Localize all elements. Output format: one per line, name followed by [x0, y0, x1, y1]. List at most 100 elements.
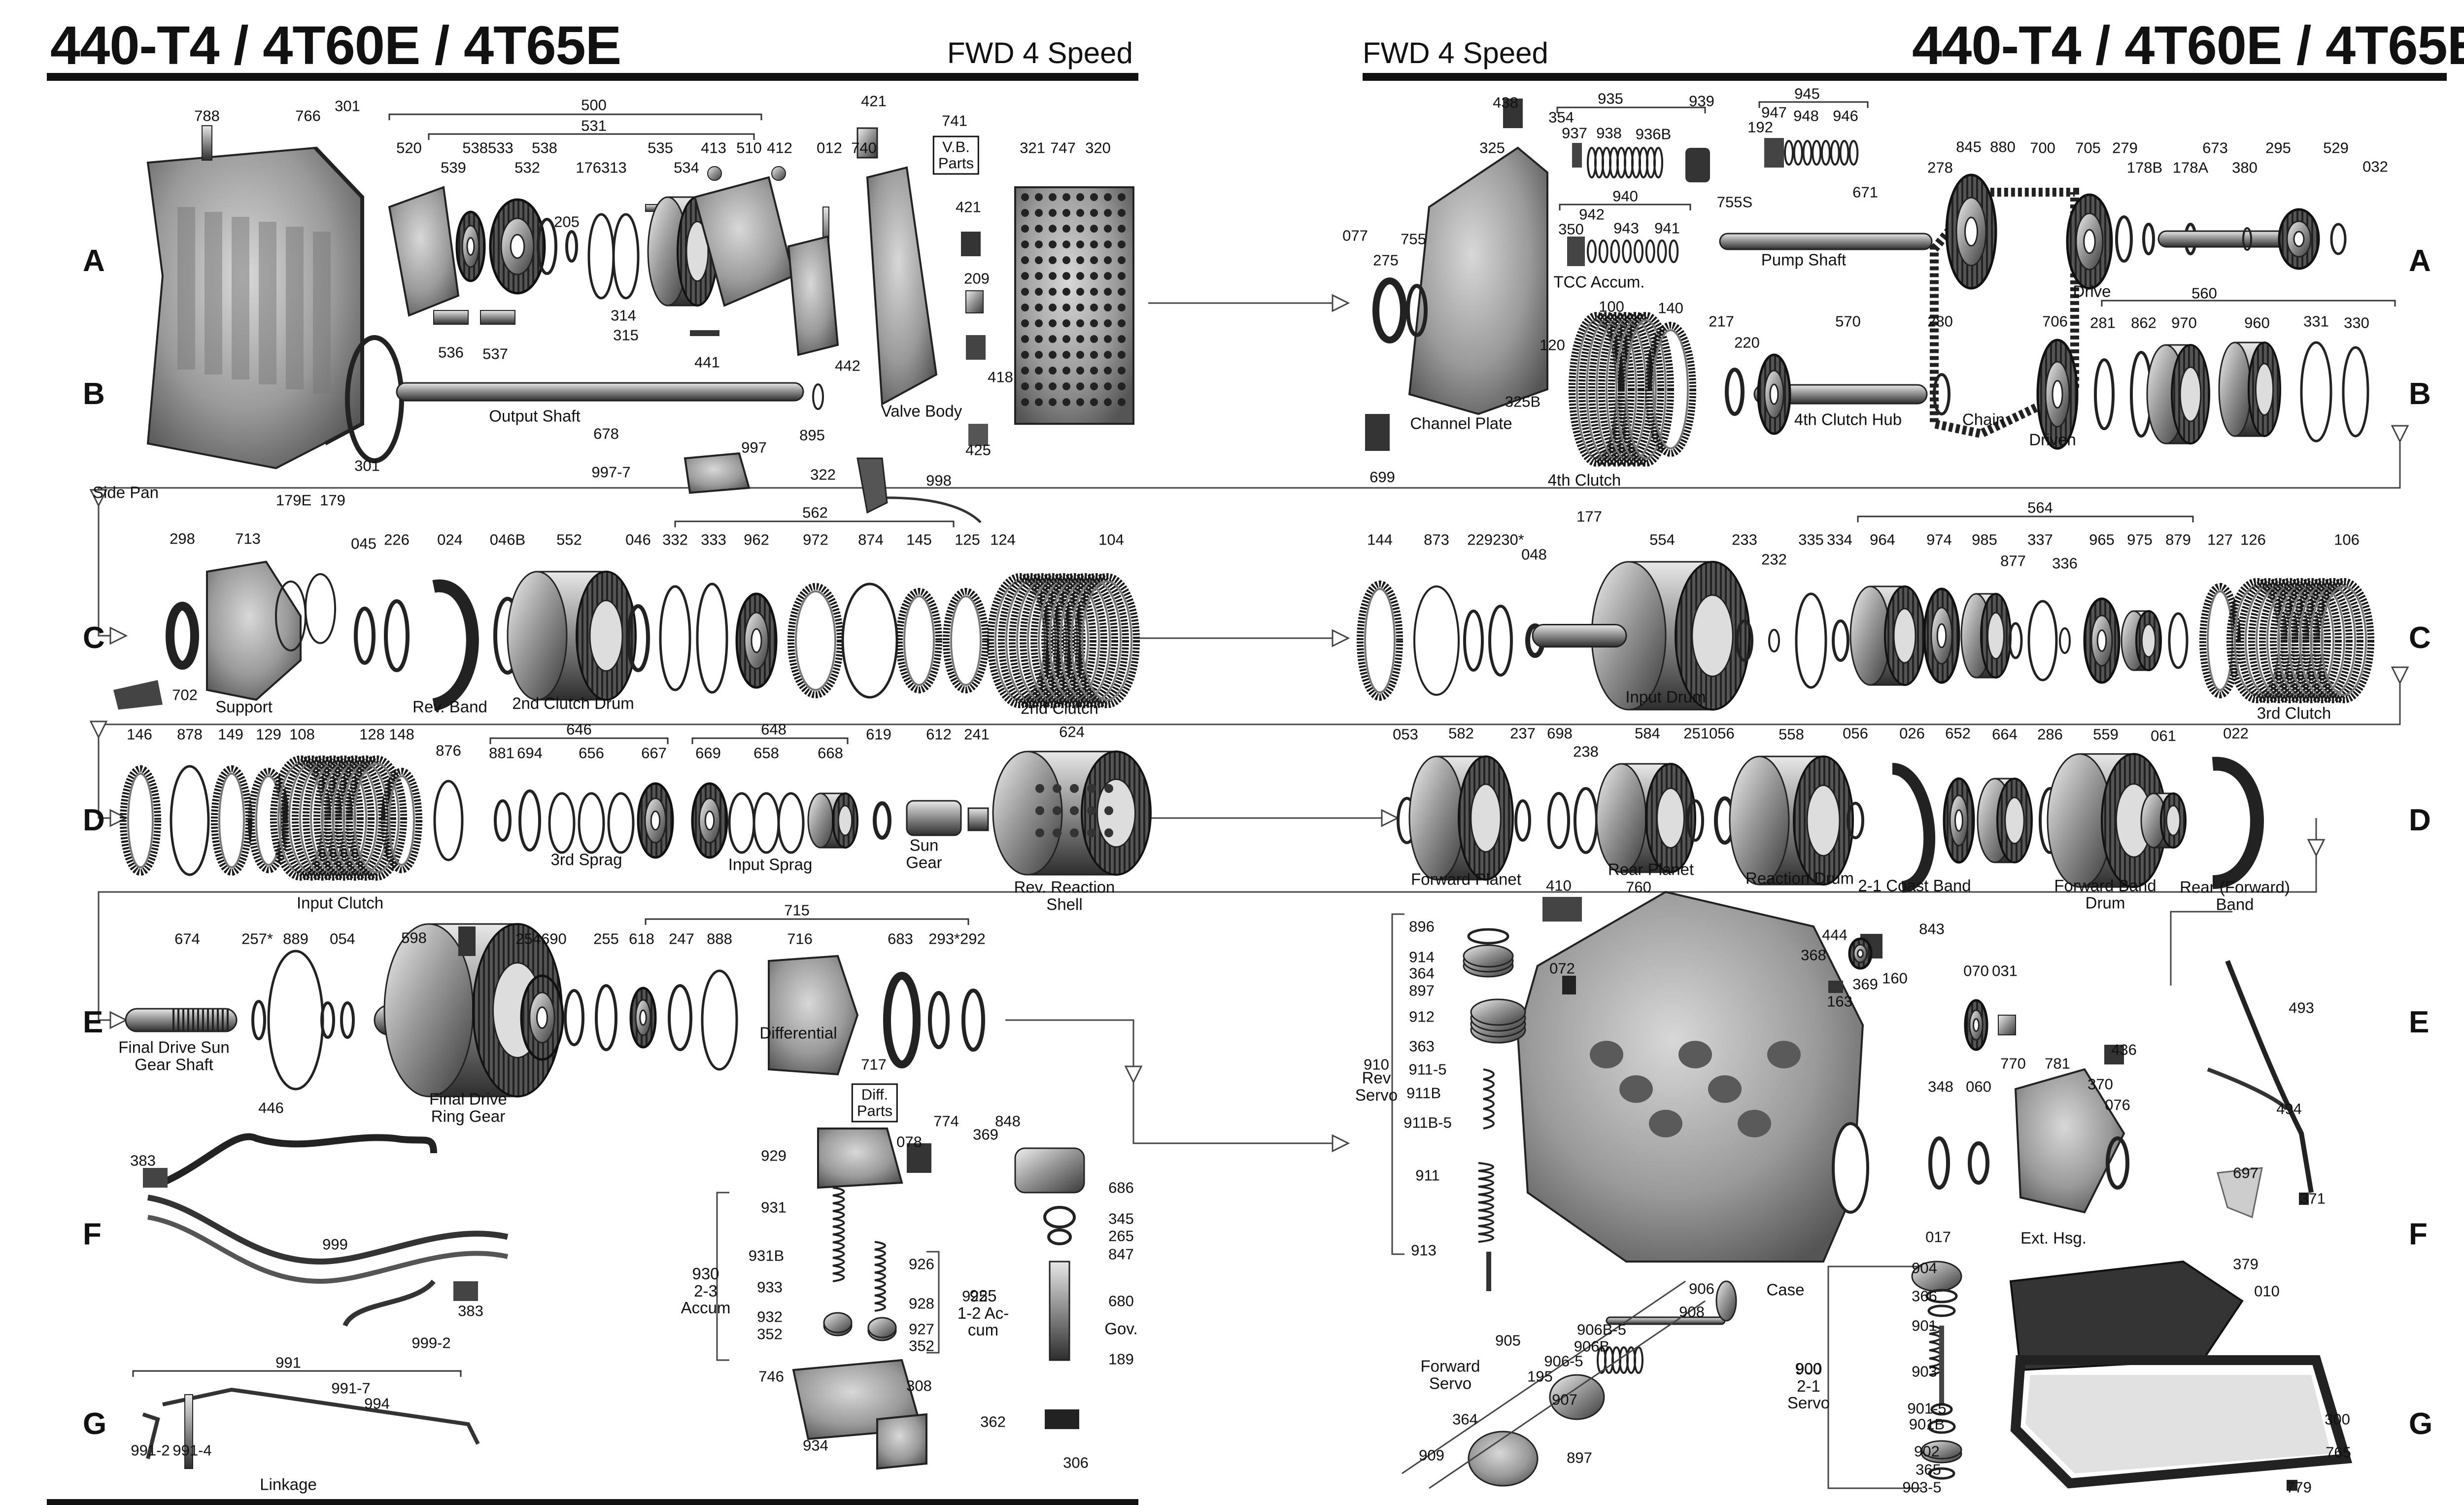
bracket-line: [691, 737, 849, 744]
part-number-label: 286: [2037, 725, 2063, 743]
ring-icon: [2008, 622, 2023, 659]
part-number-label: 975: [2127, 531, 2153, 548]
plate-hole: [1090, 209, 1098, 217]
clutch-pack-icon: [2313, 578, 2374, 703]
clutch-pack-icon: [2226, 578, 2288, 703]
drum-icon: [837, 805, 853, 836]
part-number-label: 624: [1059, 723, 1085, 741]
ring-icon: [537, 218, 557, 275]
part-number-label: 124: [990, 531, 1016, 548]
part-number-label: 612: [926, 725, 952, 743]
part-number-label: 539: [441, 159, 466, 176]
part-number-label: 233: [1732, 531, 1757, 548]
case-boss: [1619, 1075, 1653, 1103]
part-number-label: 848: [995, 1112, 1021, 1130]
part-number-label: 060: [1966, 1078, 1991, 1095]
clutch-plate-icon: [787, 583, 844, 698]
plate-hole: [1035, 225, 1043, 233]
governor-cover-icon: [1014, 1147, 1085, 1194]
plate-hole: [1118, 193, 1126, 201]
spring-icon: [1929, 1325, 1942, 1376]
drum-icon: [2179, 366, 2202, 422]
spring-icon: [1821, 140, 1831, 166]
plate-hole: [1104, 225, 1112, 233]
shell-hole: [1104, 828, 1113, 837]
part-caption: Reaction Drum: [1745, 869, 1854, 888]
plate-hole: [1049, 398, 1057, 406]
top-rule-right: [1363, 73, 2447, 81]
ring-icon: [2342, 346, 2369, 438]
part-number-label: 845: [1956, 138, 1982, 156]
ring-icon: [2330, 223, 2347, 255]
extension-housing-icon: [2014, 1068, 2125, 1214]
shell-hole: [1053, 828, 1061, 837]
plate-hole: [1062, 272, 1070, 280]
part-number-label: 061: [2151, 727, 2176, 745]
case-boss: [1738, 1110, 1771, 1137]
part-number-label: 962: [744, 531, 769, 548]
clutch-plate-icon: [1569, 312, 1625, 467]
spring-icon: [1587, 239, 1597, 263]
part-number-label: 293*292: [928, 930, 986, 948]
part-number-label: 364: [1452, 1410, 1478, 1428]
ring-icon: [2106, 1136, 2129, 1190]
part-number-label: 913: [1411, 1241, 1437, 1259]
plate-hole: [1076, 209, 1084, 217]
plate-hole: [1049, 335, 1057, 343]
arrow-icon: [1381, 809, 1400, 827]
part-caption: Pump Shaft: [1761, 250, 1847, 269]
accumulator-housing-icon: [876, 1413, 927, 1470]
part-number-label: 278: [1927, 159, 1953, 176]
bracket-line: [1827, 1266, 1922, 1489]
part-number-label: 669: [695, 744, 721, 762]
plate-hole: [1118, 225, 1126, 233]
part-number-label: 747: [1050, 139, 1076, 157]
ring-icon: [2027, 600, 2058, 682]
ring-icon: [518, 789, 541, 852]
clutch-pack-icon: [2270, 578, 2331, 703]
part-number-label: 048: [1521, 546, 1547, 563]
part-number-label: 300: [2325, 1410, 2350, 1428]
part-number-label: 717: [861, 1056, 887, 1073]
bracket-line: [1556, 106, 1706, 113]
spring-icon: [874, 1241, 886, 1312]
pump-body-icon: [388, 186, 460, 317]
part-caption: Driven: [2029, 430, 2076, 449]
part-number-label: 441: [694, 353, 720, 371]
ring-icon: [2059, 627, 2071, 654]
part-number-label: 960: [2244, 314, 2270, 332]
spring-icon: [1848, 140, 1859, 166]
ring-icon: [612, 213, 640, 300]
oil-pan-icon: [2010, 1355, 2353, 1489]
part-number-label: 683: [888, 930, 913, 948]
plate-hole: [1104, 382, 1112, 390]
plate-hole: [1118, 272, 1126, 280]
part-number-label: 760: [1626, 878, 1651, 896]
plate-hole: [1021, 304, 1029, 311]
part-number-label: 232: [1761, 550, 1787, 568]
part-number-label: 189: [1108, 1350, 1134, 1368]
ring-icon: [1925, 1289, 1958, 1303]
part-caption: TCC Accum.: [1553, 273, 1645, 291]
gear-icon: [1954, 809, 1963, 832]
bracket-line: [645, 918, 969, 925]
part-number-label: 281: [2090, 314, 2116, 332]
part-number-label: 702: [172, 686, 198, 704]
row-label-a-right: A: [2409, 244, 2431, 278]
bracket-line: [489, 737, 669, 744]
part-number-label: 442: [835, 357, 860, 375]
part-number-label: 380: [2232, 159, 2258, 176]
clutch-plate-icon: [1598, 312, 1654, 467]
part-caption: Differential: [759, 1024, 837, 1042]
plate-hole: [1118, 335, 1126, 343]
plate-hole: [1049, 240, 1057, 248]
plate-hole: [1076, 367, 1084, 375]
forward-planet-icon: [1408, 755, 1465, 881]
plug-icon: [2299, 1193, 2309, 1205]
plate-hole: [1118, 240, 1126, 248]
plate-hole: [1035, 335, 1043, 343]
spline: [222, 1008, 224, 1032]
plate-hole: [1076, 319, 1084, 327]
forward-planet-icon: [1470, 783, 1502, 853]
part-number-label: 301: [354, 457, 380, 475]
